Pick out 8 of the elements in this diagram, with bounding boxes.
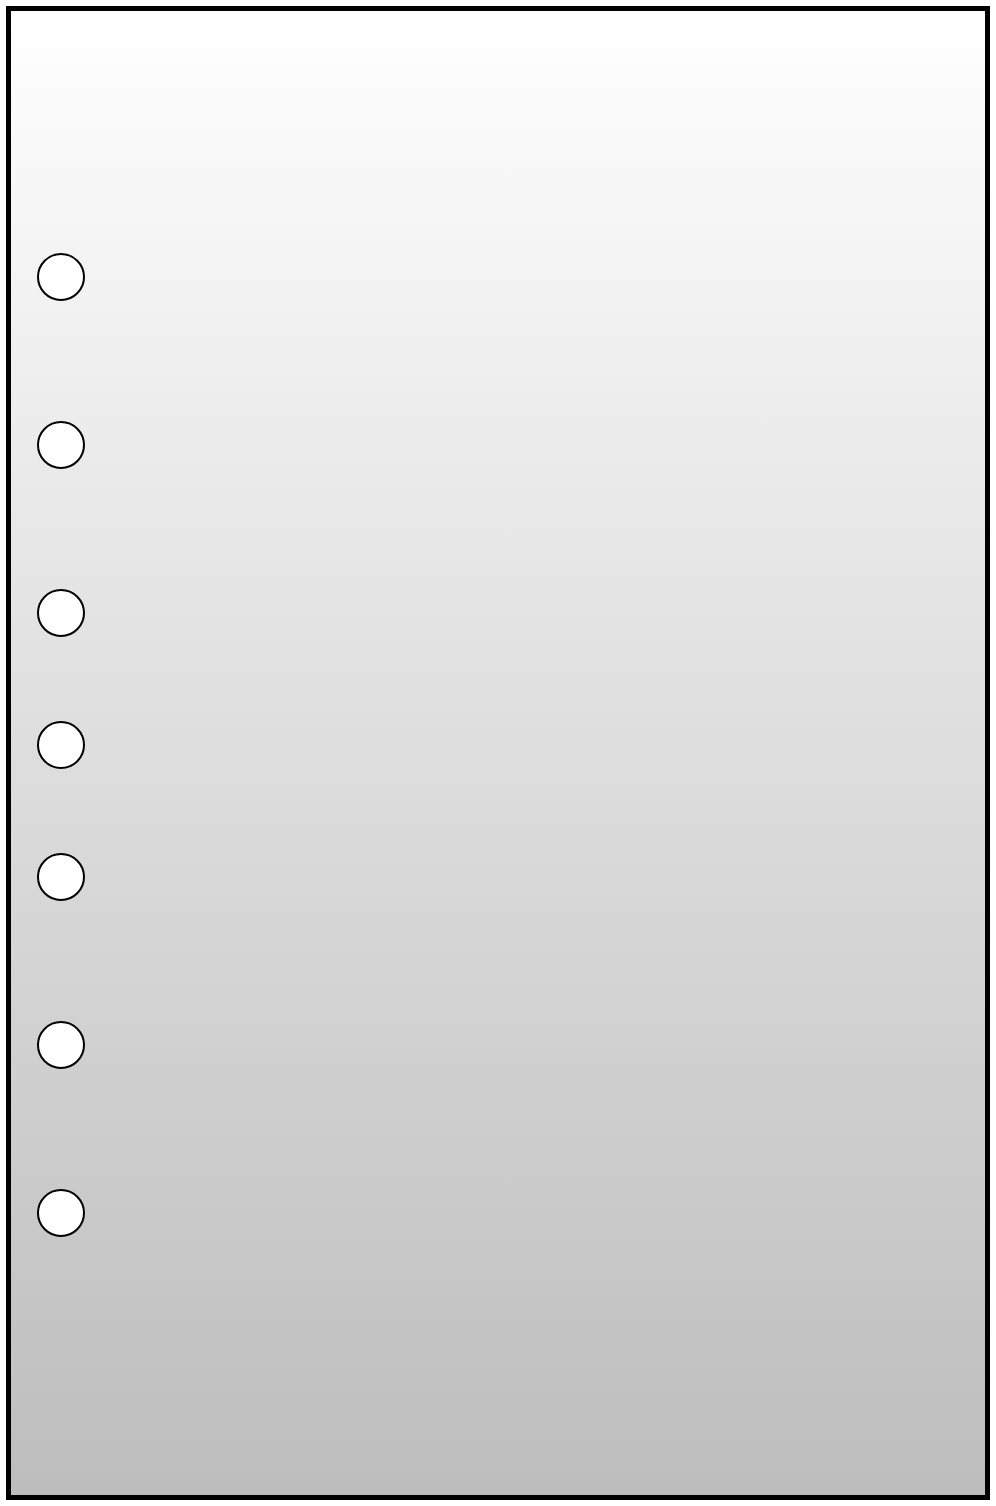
punch-hole: [37, 853, 85, 901]
punch-hole: [37, 253, 85, 301]
punch-hole: [37, 421, 85, 469]
punch-hole: [37, 1021, 85, 1069]
punch-hole: [37, 1189, 85, 1237]
page-sheet: [6, 6, 990, 1500]
punch-hole: [37, 721, 85, 769]
punch-hole: [37, 589, 85, 637]
